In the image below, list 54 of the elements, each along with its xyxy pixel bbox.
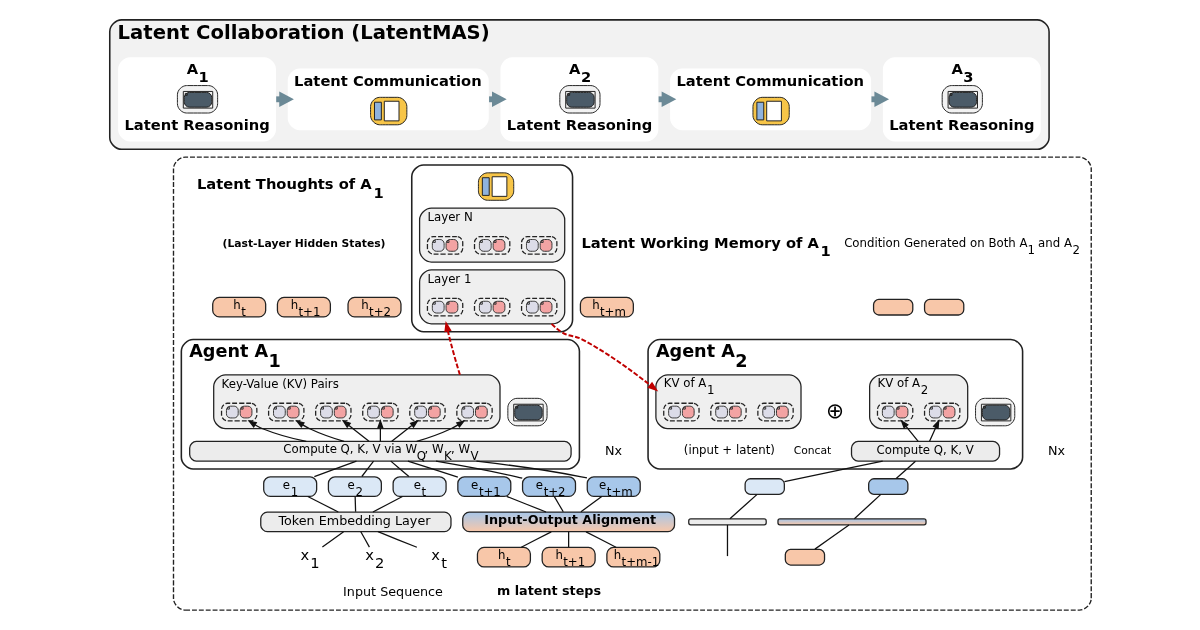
connector	[434, 460, 523, 479]
node-box	[744, 478, 785, 496]
connector	[359, 531, 370, 548]
node-bar	[687, 518, 767, 526]
connector	[584, 531, 617, 548]
cluster: Layer N	[418, 207, 565, 263]
connector	[505, 495, 547, 513]
connector	[520, 531, 552, 548]
label: ⊕	[825, 397, 844, 423]
cluster	[172, 156, 1092, 611]
connector	[313, 460, 357, 478]
connector	[783, 460, 883, 483]
arrow	[294, 420, 345, 443]
connector	[813, 524, 850, 550]
node-box	[923, 298, 964, 316]
node-box	[872, 298, 913, 316]
arrow	[550, 322, 658, 392]
connector	[475, 460, 588, 479]
node-box: Token Embedding Layer	[259, 511, 452, 533]
node-box: Latent Communication	[669, 68, 871, 131]
arrow	[341, 419, 370, 442]
connector	[726, 524, 728, 557]
arrow	[899, 419, 919, 442]
connector	[321, 531, 344, 548]
connector	[406, 460, 458, 478]
node-box: Input-Output Alignment	[461, 511, 675, 533]
label: Concat	[793, 444, 831, 458]
node-box	[784, 548, 825, 566]
connector	[853, 494, 881, 520]
arrow	[928, 419, 939, 442]
node-label: Nx	[1047, 442, 1065, 458]
connector	[371, 495, 403, 513]
node-box: Latent Communication	[287, 68, 489, 131]
node-bar	[776, 518, 927, 526]
connector	[376, 531, 417, 548]
node-box: Compute Q, K, V	[850, 440, 1000, 462]
connector	[579, 495, 602, 513]
connector	[728, 494, 757, 520]
label: (Last-Layer Hidden States)	[222, 237, 386, 251]
arrow	[415, 420, 465, 443]
arrow	[390, 419, 419, 442]
label: m latent steps	[496, 582, 601, 598]
cluster: Layer 1	[418, 269, 565, 325]
arrow	[443, 320, 461, 376]
connector	[306, 495, 339, 513]
node-label: Nx	[604, 442, 622, 458]
connector	[553, 495, 564, 513]
node-box	[867, 478, 908, 496]
connector	[360, 460, 374, 478]
label: Input Sequence	[342, 583, 443, 599]
node-label: (input + latent)	[683, 443, 775, 458]
connector	[895, 460, 916, 480]
arrow	[247, 420, 307, 443]
connector	[389, 460, 409, 478]
